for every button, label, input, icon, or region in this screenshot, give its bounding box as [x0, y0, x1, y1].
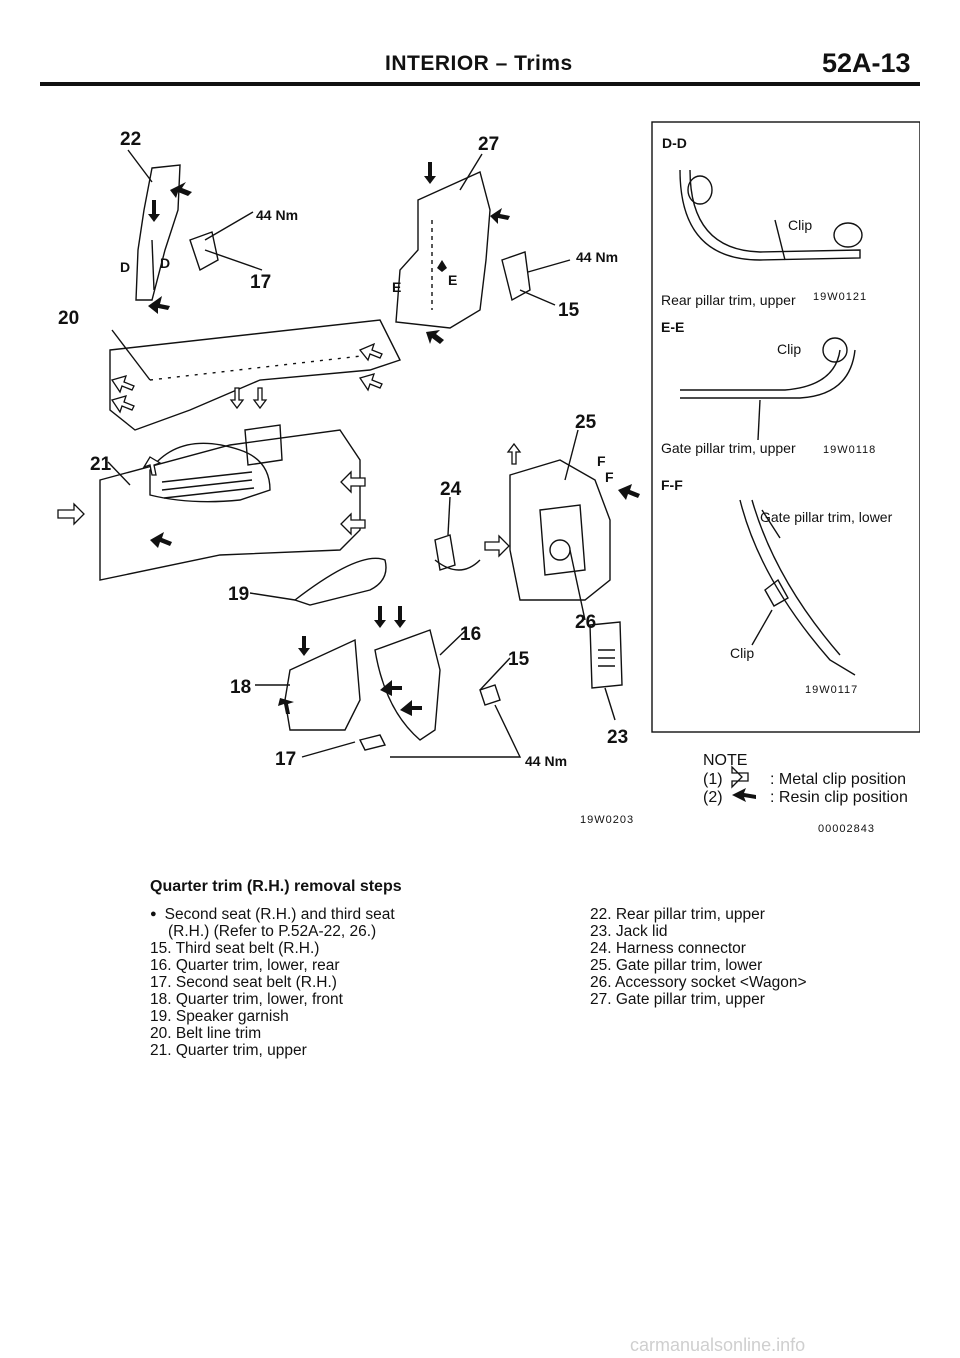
callout-27: 27 — [478, 134, 499, 155]
torque-label: 44 Nm — [576, 249, 618, 265]
list-item: 22. Rear pillar trim, upper — [590, 906, 765, 923]
list-item: 16. Quarter trim, lower, rear — [150, 957, 340, 974]
section-marker-d: D — [120, 259, 130, 275]
note-item-2: (2) — [703, 789, 723, 806]
section-title-ff: F-F — [661, 477, 683, 493]
torque-label: 44 Nm — [525, 753, 567, 769]
removal-steps-title: Quarter trim (R.H.) removal steps — [150, 878, 402, 895]
section-marker-e: E — [448, 272, 457, 288]
clip-label: Clip — [788, 217, 812, 233]
section-title-ee: E-E — [661, 319, 684, 335]
list-item: 24. Harness connector — [590, 940, 746, 957]
callout-16: 16 — [460, 624, 481, 645]
callout-18: 18 — [230, 677, 251, 698]
page-title: INTERIOR – Trims — [385, 52, 573, 75]
torque-label: 44 Nm — [256, 207, 298, 223]
figure-code: 19W0117 — [805, 684, 858, 696]
section-marker-e: E — [392, 279, 401, 295]
list-item: 21. Quarter trim, upper — [150, 1042, 307, 1059]
section-title-dd: D-D — [662, 135, 687, 151]
list-item: 23. Jack lid — [590, 923, 668, 940]
speaker-garnish-part — [293, 557, 387, 606]
gate-pillar-lower-part — [509, 459, 611, 601]
section-marker-f: F — [605, 469, 614, 485]
rear-pillar-trim-part — [135, 164, 181, 301]
list-item: 26. Accessory socket <Wagon> — [590, 974, 807, 991]
list-item: 25. Gate pillar trim, lower — [590, 957, 763, 974]
clip-label: Clip — [777, 341, 801, 357]
section-marker-f: F — [597, 453, 606, 469]
watermark: carmanualsonline.info — [630, 1335, 806, 1355]
callout-26: 26 — [575, 612, 596, 633]
callout-15: 15 — [558, 300, 580, 321]
callout-25: 25 — [575, 412, 597, 433]
quarter-trim-lower-rear-part — [374, 629, 441, 741]
section-marker-d: D — [160, 255, 170, 271]
note-item-1: (1) — [703, 771, 723, 788]
callout-21: 21 — [90, 454, 112, 475]
list-item: 27. Gate pillar trim, upper — [590, 991, 765, 1008]
part-label: Rear pillar trim, upper — [661, 292, 796, 308]
gate-pillar-upper-part — [395, 171, 491, 329]
callout-17: 17 — [250, 272, 271, 293]
prerequisite-step: Second seat (R.H.) and third seat — [150, 906, 590, 923]
callout-20: 20 — [58, 308, 79, 329]
figure-code: 19W0118 — [823, 444, 876, 456]
page-number: 52A-13 — [822, 48, 911, 78]
clip-label: Clip — [730, 645, 754, 661]
part-label: Gate pillar trim, upper — [661, 440, 796, 456]
list-item: 15. Third seat belt (R.H.) — [150, 940, 320, 957]
quarter-trim-lower-front-part — [284, 638, 361, 731]
prerequisite-step-cont: (R.H.) (Refer to P.52A-22, 26.) — [168, 923, 377, 940]
figure-code: 19W0121 — [813, 291, 867, 303]
belt-line-trim-part — [109, 319, 401, 431]
note-title: NOTE — [703, 752, 747, 769]
quarter-trim-upper-part — [99, 429, 361, 581]
callout-19: 19 — [228, 584, 249, 605]
resin-clip-icon — [732, 788, 756, 802]
list-item: 20. Belt line trim — [150, 1025, 262, 1042]
removal-steps: Quarter trim (R.H.) removal steps Second… — [150, 878, 890, 1059]
list-item: 19. Speaker garnish — [150, 1008, 289, 1025]
part-label: Gate pillar trim, lower — [760, 509, 893, 525]
jack-lid-part — [589, 621, 623, 689]
callout-22: 22 — [120, 129, 141, 150]
metal-clip-icon — [731, 765, 749, 789]
figure-code: 19W0203 — [580, 814, 634, 826]
list-item: 18. Quarter trim, lower, front — [150, 991, 343, 1008]
note-item-1-text: : Metal clip position — [770, 771, 906, 788]
list-item: 17. Second seat belt (R.H.) — [150, 974, 337, 991]
callout-15: 15 — [508, 649, 530, 670]
exploded-diagram: 22 27 44 Nm 17 D D E E 44 Nm 15 20 25 21… — [40, 110, 920, 840]
note-code: 00002843 — [818, 823, 875, 835]
header-rule — [40, 82, 920, 86]
callout-24: 24 — [440, 479, 462, 500]
callout-23: 23 — [607, 727, 628, 748]
note-item-2-text: : Resin clip position — [770, 789, 908, 806]
callout-17: 17 — [275, 749, 296, 770]
